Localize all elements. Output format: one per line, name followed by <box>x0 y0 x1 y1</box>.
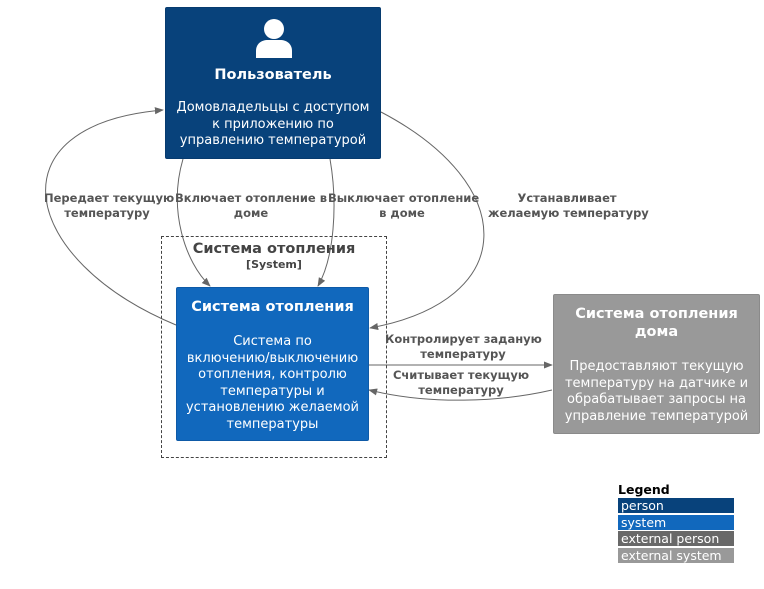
system-description-line: температуры и <box>220 383 325 399</box>
external-system-description-line: Предоставляют текущую <box>569 359 744 374</box>
external-system-description: Предоставляют текущую температуру на дат… <box>558 359 755 425</box>
person-title: Пользователь <box>214 67 332 83</box>
relation-label-controls-temperature: Контролирует заданую температуру <box>385 332 542 361</box>
arrow-sets-temperature <box>369 111 485 331</box>
system-description-line: температуры <box>226 416 319 432</box>
relation-label-line: Контролирует заданую <box>385 332 542 346</box>
system-description-line: Система по <box>233 334 312 349</box>
legend: Legend person system external person ext… <box>618 482 734 564</box>
system-description-line: включению/выключению <box>186 350 359 366</box>
system-box: Система отопления Система по включению/в… <box>176 287 369 441</box>
legend-title: Legend <box>618 482 670 497</box>
legend-item-external-person: external person <box>618 531 734 546</box>
relation-label-turns-on-heating: Включает отопление в доме <box>175 191 327 220</box>
external-system-title: Система отопления дома <box>562 305 751 341</box>
boundary-type: [System] <box>246 258 302 271</box>
system-boundary: Система отопления [System] <box>161 236 387 458</box>
relation-label-line: доме <box>233 205 269 220</box>
external-system-title-line: дома <box>634 324 679 340</box>
relation-label-line: в доме <box>379 205 425 220</box>
arrow-reads-temperature <box>368 388 553 401</box>
boundary-title: Система отопления <box>192 241 356 257</box>
system-description-line: установлению желаемой <box>185 400 360 415</box>
relation-label-line: температуру <box>420 346 506 361</box>
system-description: Система по включению/выключению отоплени… <box>181 334 364 433</box>
external-system-description-line: управление температурой <box>564 408 749 424</box>
legend-item-external-system: external system <box>618 547 734 563</box>
relation-label-line: Выключает отопление <box>328 191 480 205</box>
relation-label-line: Передает текущую <box>44 191 175 205</box>
relation-label-line: температуру <box>418 382 504 397</box>
relation-label-line: Считывает текущую <box>392 368 530 382</box>
external-system-description-line: обрабатывает запросы на <box>567 392 746 407</box>
relation-label-line: температуру <box>64 205 150 220</box>
system-description-line: отопления, контролю <box>198 367 347 382</box>
arrow-turns-off-heating <box>317 158 335 287</box>
external-system-title-line: Система отопления <box>575 306 738 322</box>
legend-item-system: system <box>618 514 734 530</box>
arrow-turns-on-heating <box>176 158 211 287</box>
person-description-line: к приложению по <box>212 116 334 132</box>
relation-label-line: Устанавливает <box>517 191 617 205</box>
relation-label-turns-off-heating: Выключает отопление в доме <box>328 191 480 220</box>
person-description-line: Домовладельцы с доступом <box>176 100 370 115</box>
person-description-line: управлению температурой <box>179 133 367 148</box>
relation-label-reads-temperature: Считывает текущую температуру <box>388 368 534 397</box>
relation-label-sets-temperature: Устанавливает желаемую температуру <box>488 191 649 220</box>
person-box: Пользователь Домовладельцы с доступом к … <box>165 7 381 159</box>
person-icon <box>256 19 292 58</box>
relation-label-line: Включает отопление в <box>175 191 328 205</box>
legend-item-person: person <box>618 498 734 513</box>
external-system-box: Система отопления дома Предоставляют тек… <box>553 294 760 434</box>
relation-label-line: желаемую температуру <box>488 205 649 220</box>
external-system-description-line: температуру на датчике и <box>564 375 749 391</box>
arrow-passes-temperature <box>45 107 177 326</box>
system-title: Система отопления <box>191 299 354 315</box>
relation-label-passes-temperature: Передает текущую температуру <box>44 191 175 220</box>
person-description: Домовладельцы с доступом к приложению по… <box>170 100 376 150</box>
